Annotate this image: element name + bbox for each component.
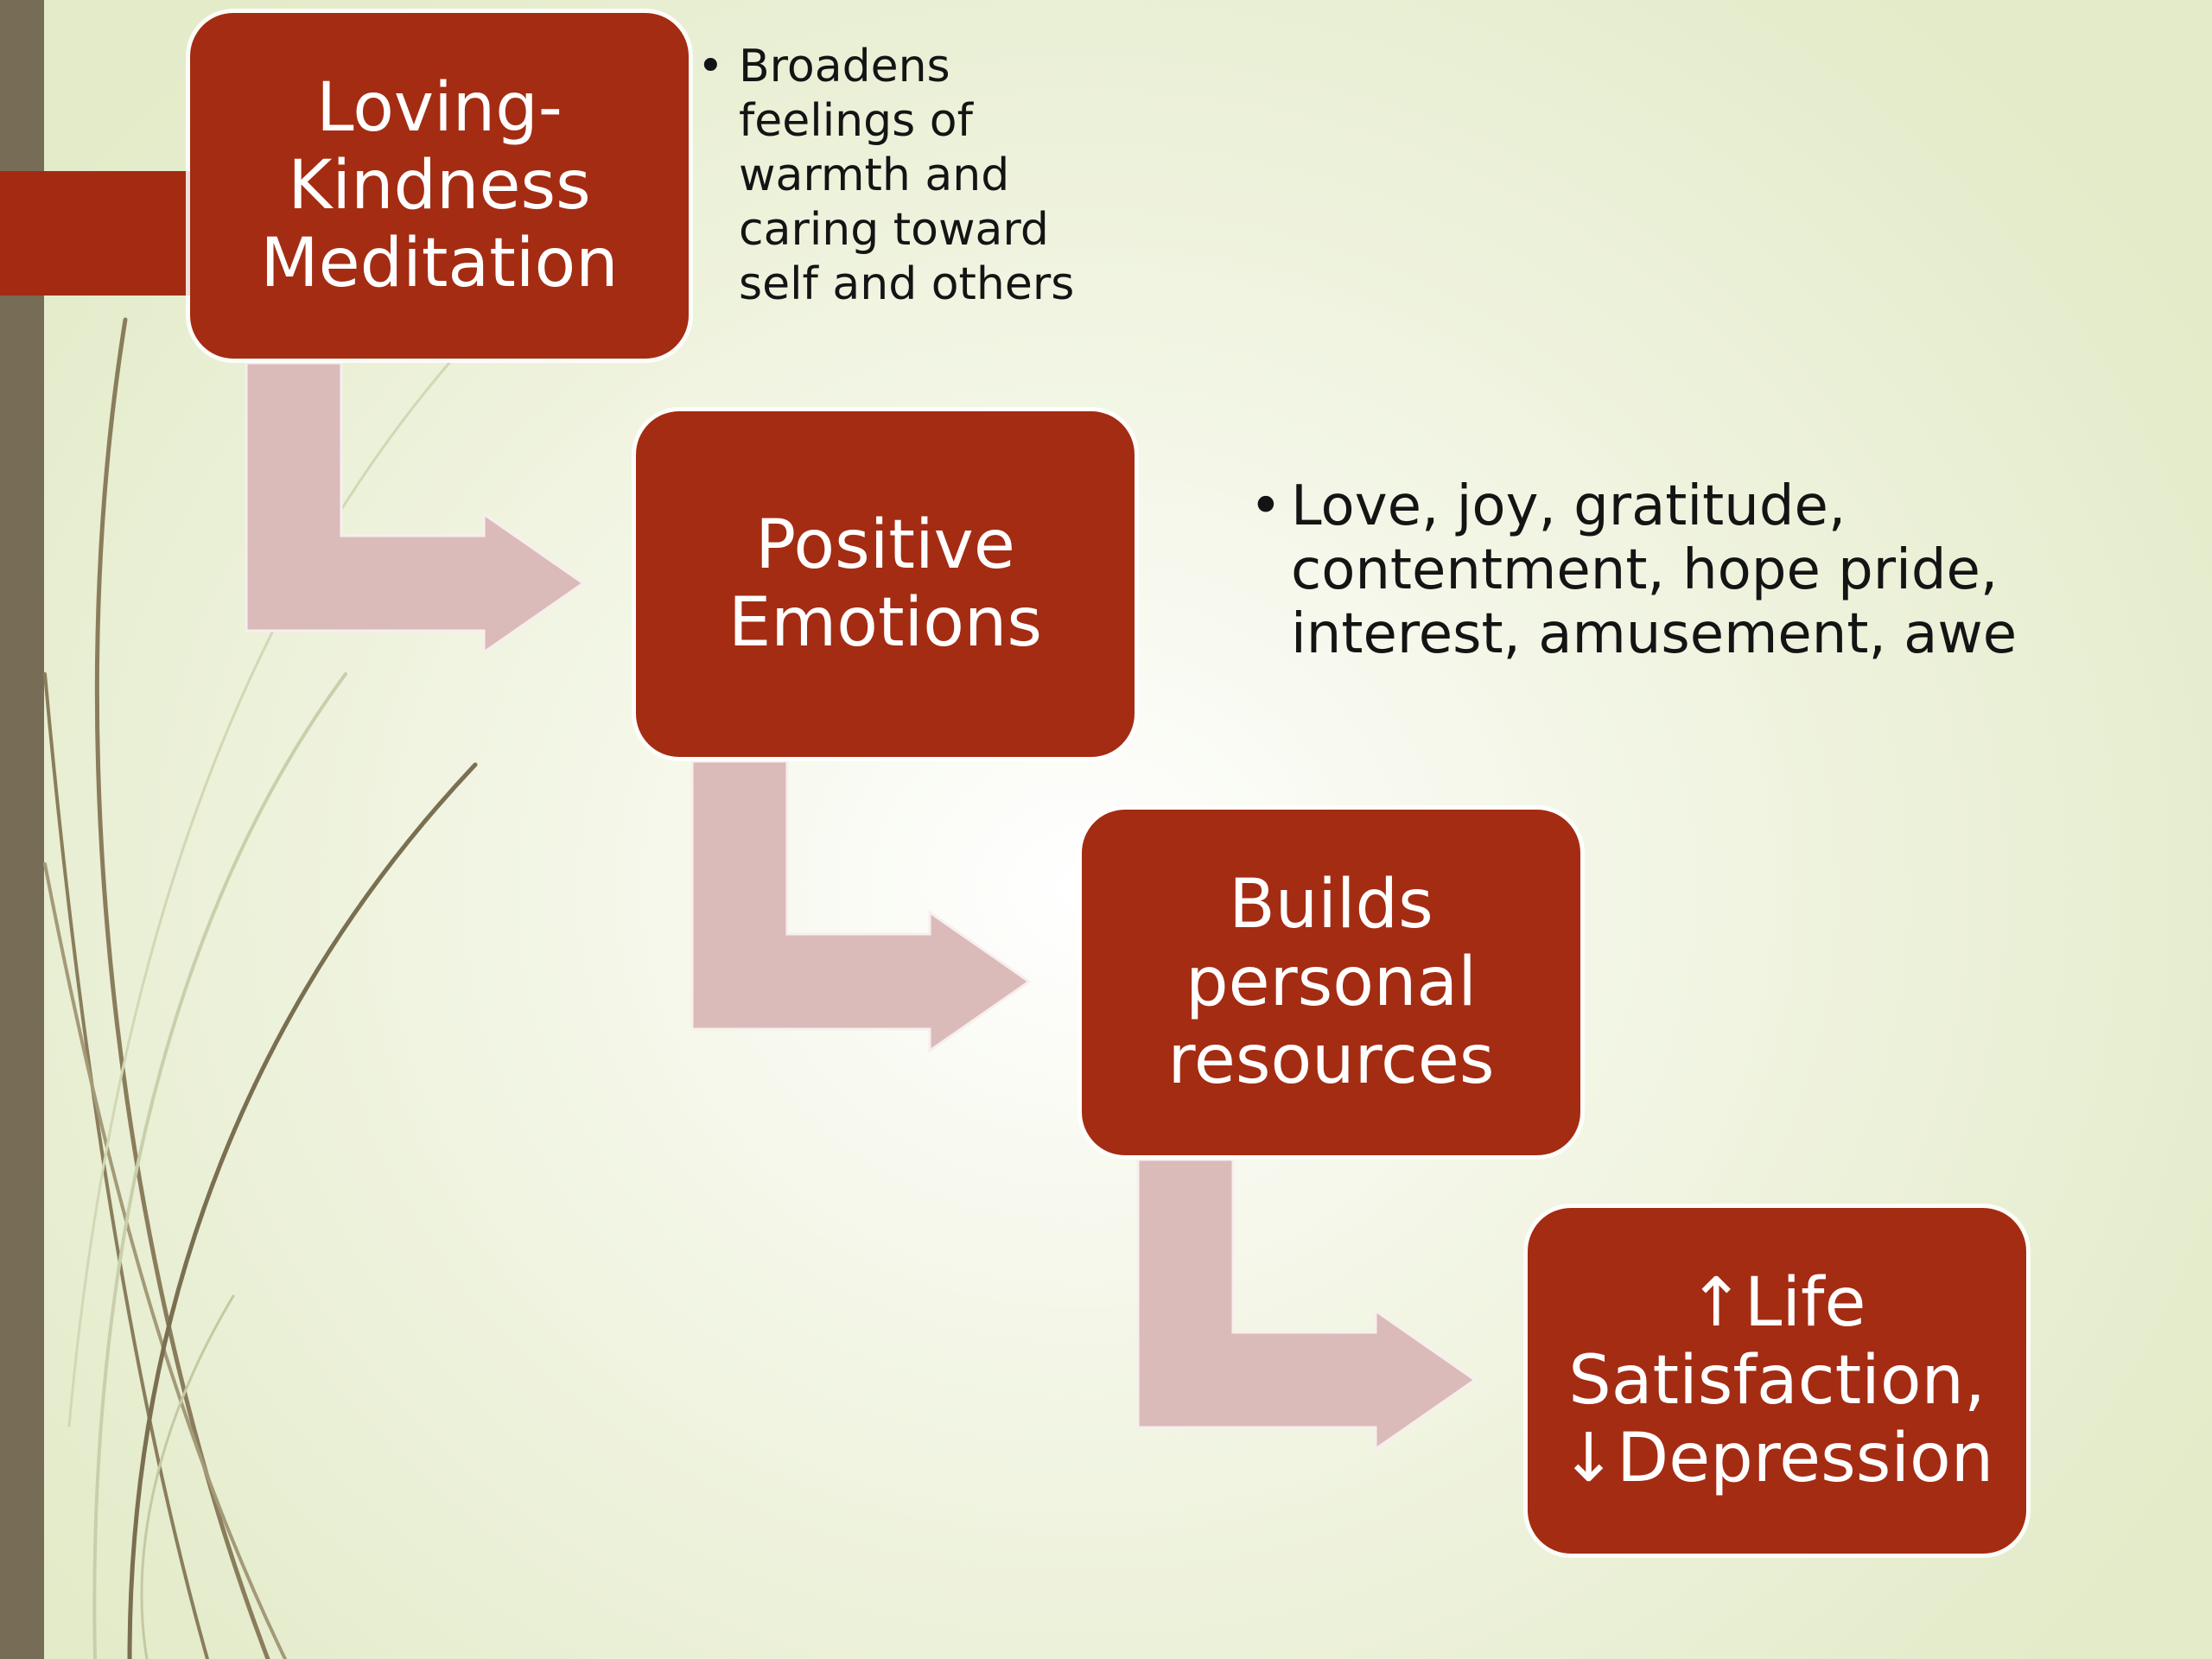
grass-decoration [43, 317, 478, 1659]
grass-blade [43, 862, 287, 1659]
grass-blade [67, 361, 451, 1427]
note-meditation: • Broadens feelings of warmth and caring… [697, 40, 1074, 312]
step-label-meditation: Loving- Kindness Meditation [260, 69, 619, 302]
connector-arrow [245, 361, 586, 655]
step-label-outcomes: ↑Life Satisfaction, ↓Depression [1560, 1264, 1994, 1497]
connector-arrow [690, 760, 1032, 1053]
step-arrows [245, 361, 1478, 1452]
grass-blade [94, 317, 270, 1659]
note-positive-emotions: • Love, joy, gratitude, contentment, hop… [1249, 474, 2017, 666]
step-box-meditation: Loving- Kindness Meditation [190, 13, 689, 359]
step-box-outcomes: ↑Life Satisfaction, ↓Depression [1528, 1208, 2026, 1554]
step-box-positive-emotions: Positive Emotions [636, 411, 1135, 757]
grass-blade [127, 762, 478, 1659]
bullet-mark: • [697, 41, 724, 92]
bullet-mark: • [1249, 474, 1282, 538]
note-meditation-text: Broadens feelings of warmth and caring t… [739, 41, 1075, 310]
accent-tab [0, 171, 194, 296]
step-box-personal-resources: Builds personal resources [1082, 810, 1580, 1155]
connector-arrow [1136, 1158, 1478, 1452]
note-positive-emotions-text: Love, joy, gratitude, contentment, hope … [1291, 474, 2018, 666]
grass-blade [92, 672, 347, 1659]
grass-blade [140, 1294, 235, 1659]
step-label-positive-emotions: Positive Emotions [728, 506, 1043, 662]
grass-blade [43, 672, 209, 1659]
step-label-personal-resources: Builds personal resources [1167, 866, 1495, 1099]
